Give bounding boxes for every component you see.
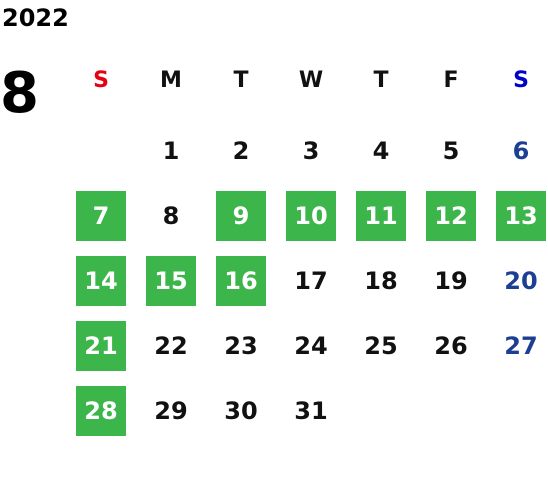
weekday-header: T xyxy=(233,68,249,93)
calendar-day[interactable]: 24 xyxy=(294,332,328,360)
calendar-day[interactable]: 25 xyxy=(364,332,398,360)
calendar-day[interactable]: 28 xyxy=(76,386,126,436)
calendar-day[interactable]: 15 xyxy=(146,256,196,306)
weekday-header: W xyxy=(298,68,324,93)
weekday-header: T xyxy=(373,68,389,93)
calendar-day[interactable]: 8 xyxy=(162,202,180,230)
calendar-day[interactable]: 20 xyxy=(504,267,538,295)
calendar-day[interactable]: 1 xyxy=(162,137,180,165)
calendar-day[interactable]: 23 xyxy=(224,332,258,360)
calendar-day[interactable]: 29 xyxy=(154,397,188,425)
calendar-day[interactable]: 16 xyxy=(216,256,266,306)
calendar-day[interactable]: 3 xyxy=(302,137,320,165)
calendar-day[interactable]: 6 xyxy=(512,137,530,165)
calendar-day[interactable]: 26 xyxy=(434,332,468,360)
weekday-header: S xyxy=(93,68,109,93)
weekday-header: M xyxy=(160,68,182,93)
calendar-day[interactable]: 13 xyxy=(496,191,546,241)
calendar-day[interactable]: 17 xyxy=(294,267,328,295)
calendar-day[interactable]: 14 xyxy=(76,256,126,306)
weekday-header: S xyxy=(513,68,529,93)
calendar-day[interactable]: 18 xyxy=(364,267,398,295)
calendar-day[interactable]: 22 xyxy=(154,332,188,360)
calendar-day[interactable]: 12 xyxy=(426,191,476,241)
calendar-day[interactable]: 21 xyxy=(76,321,126,371)
month-number: 8 xyxy=(0,61,39,126)
calendar-day[interactable]: 5 xyxy=(442,137,460,165)
calendar-day[interactable]: 19 xyxy=(434,267,468,295)
calendar-day[interactable]: 30 xyxy=(224,397,258,425)
calendar-day[interactable]: 9 xyxy=(216,191,266,241)
calendar-day[interactable]: 10 xyxy=(286,191,336,241)
calendar-day[interactable]: 11 xyxy=(356,191,406,241)
year-label: 2022 xyxy=(2,4,69,32)
calendar-day[interactable]: 4 xyxy=(372,137,390,165)
calendar-day[interactable]: 2 xyxy=(232,137,250,165)
calendar-day[interactable]: 27 xyxy=(504,332,538,360)
calendar-day[interactable]: 7 xyxy=(76,191,126,241)
calendar-day[interactable]: 31 xyxy=(294,397,328,425)
weekday-header: F xyxy=(443,68,459,93)
